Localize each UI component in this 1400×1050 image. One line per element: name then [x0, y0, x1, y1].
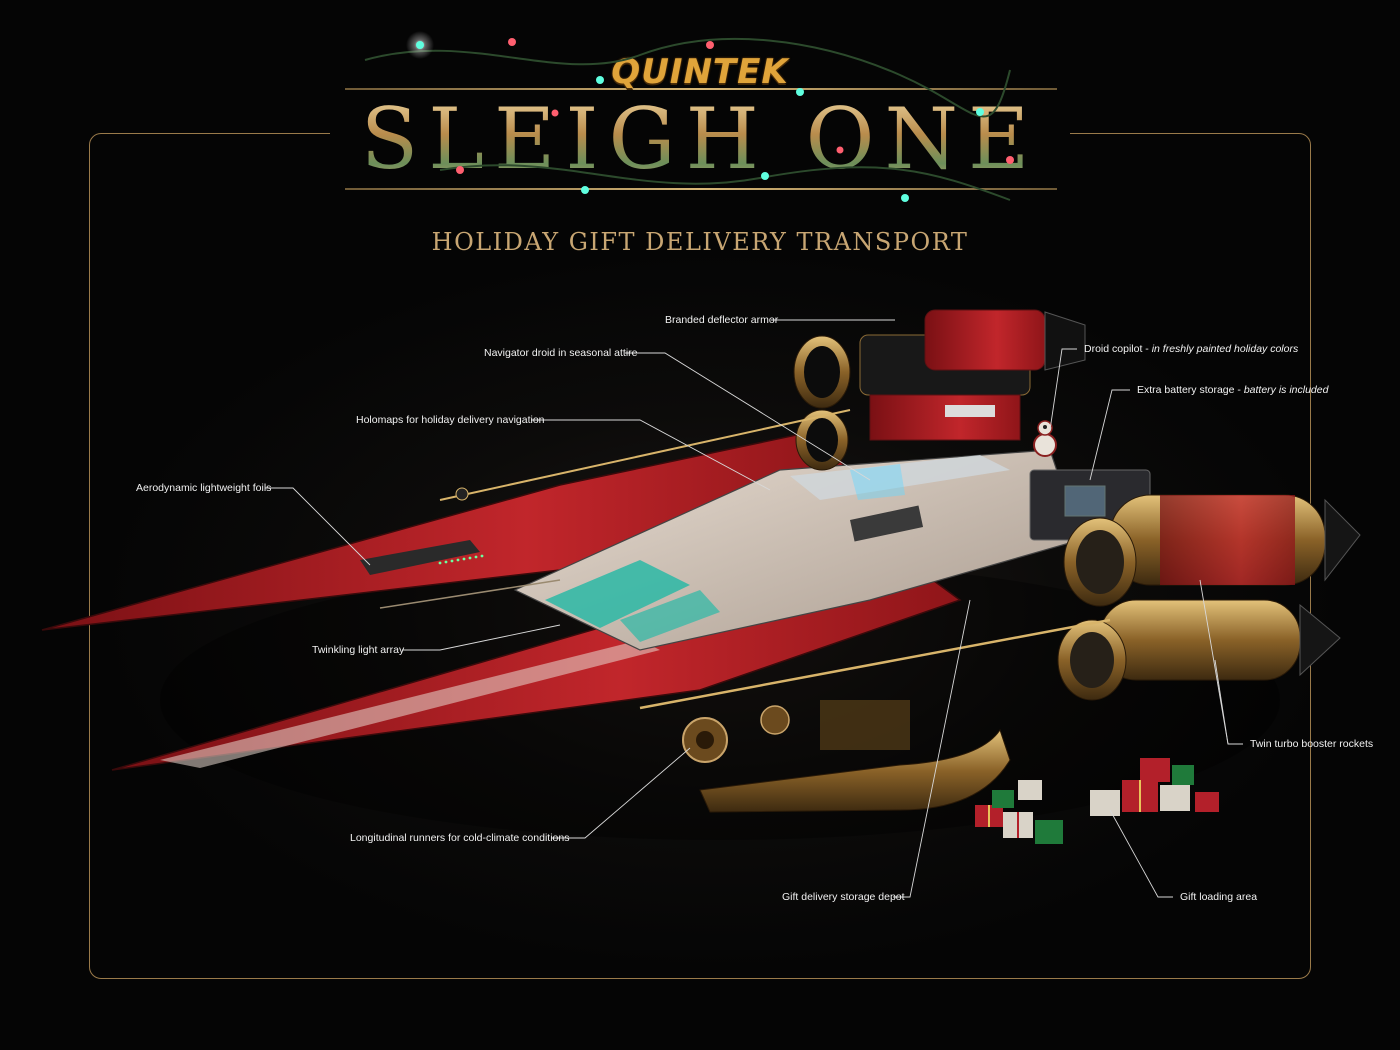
title-rule-top	[345, 88, 1057, 90]
runners	[682, 700, 1011, 813]
callout-droid-copilot: Droid copilot - in freshly painted holid…	[1084, 343, 1299, 355]
callout-foils: Aerodynamic lightweight foils	[136, 482, 272, 494]
callout-twinkling-lights: Twinkling light array	[312, 644, 405, 656]
page-subtitle: HOLIDAY GIFT DELIVERY TRANSPORT	[431, 228, 969, 256]
frame-title-gap	[330, 125, 1070, 145]
gift-boxes	[975, 758, 1219, 844]
callout-holomaps: Holomaps for holiday delivery navigation	[356, 414, 545, 426]
title-rule-bottom	[345, 188, 1057, 190]
antenna-lower	[379, 579, 561, 609]
callout-booster-rockets: Twin turbo booster rockets	[1250, 738, 1374, 750]
callout-droid-copilot-note: in freshly painted holiday colors	[1151, 343, 1299, 355]
callout-gift-loading: Gift loading area	[1180, 891, 1258, 903]
leader-lines	[265, 319, 1243, 898]
deflector-armor-assembly	[793, 309, 1086, 471]
callout-runners: Longitudinal runners for cold-climate co…	[350, 832, 570, 844]
callout-navigator-droid: Navigator droid in seasonal attire	[484, 347, 638, 359]
callout-battery-storage-note: battery is included	[1243, 384, 1329, 396]
callout-storage-depot: Gift delivery storage depot	[782, 891, 905, 903]
light-array-leds	[438, 554, 484, 565]
callout-droid-copilot-label: Droid copilot	[1084, 343, 1143, 355]
booster-rockets	[1057, 494, 1361, 701]
callout-deflector-armor: Branded deflector armor	[665, 314, 779, 326]
string-lights	[364, 31, 1014, 202]
callout-battery-storage: Extra battery storage - battery is inclu…	[1137, 384, 1329, 396]
droid-copilot	[1033, 420, 1057, 457]
antenna-side	[639, 618, 1111, 710]
brand-logo: QUINTEK	[611, 52, 789, 92]
callout-battery-storage-label: Extra battery storage	[1137, 384, 1235, 396]
